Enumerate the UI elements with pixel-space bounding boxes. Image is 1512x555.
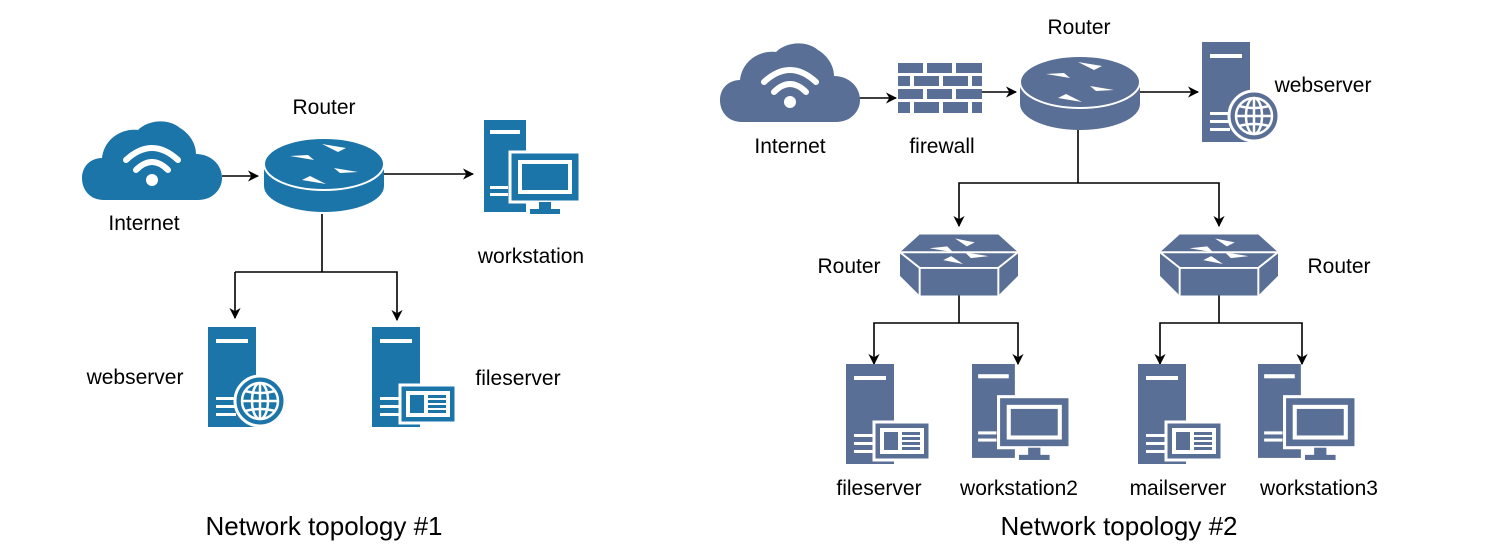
t2-internet-label: Internet — [754, 135, 825, 158]
t1-internet-label: Internet — [108, 212, 179, 235]
t2-workstation3-label: workstation3 — [1259, 477, 1378, 500]
t2-router-right-label: Router — [1307, 255, 1370, 278]
t2-router-left-label: Router — [817, 255, 880, 278]
edge-to-left-router — [953, 182, 1078, 228]
t2-workstation2-label: workstation2 — [959, 477, 1078, 500]
edge-to-workstation3 — [1219, 322, 1308, 366]
t2-webserver-label: webserver — [1274, 74, 1372, 97]
t2-mailserver-label: mailserver — [1130, 477, 1227, 500]
workstation-icon — [484, 120, 580, 216]
workstation-icon — [972, 364, 1070, 462]
t1-fileserver-label: fileserver — [475, 367, 560, 390]
cloud-wifi-icon — [82, 121, 222, 200]
edge-to-right-router — [1078, 182, 1225, 228]
edge-to-mailserver — [1154, 322, 1219, 366]
webserver-icon — [208, 327, 285, 427]
edge-to-workstation2 — [959, 322, 1024, 366]
workstation-icon — [1258, 364, 1356, 462]
t1-webserver-label: webserver — [86, 366, 184, 389]
router-icon — [1020, 56, 1140, 130]
edge-to-fileserver — [322, 271, 403, 322]
topology-2: Internet firewall Router webserver Route… — [720, 16, 1378, 541]
firewall-icon — [898, 63, 982, 113]
edge-to-fileserver — [868, 322, 959, 366]
t2-fileserver-label: fileserver — [836, 477, 921, 500]
mailserver-icon — [1138, 364, 1222, 464]
topology-1: Internet Router workstation webserver fi… — [82, 96, 584, 541]
t1-caption: Network topology #1 — [205, 511, 442, 541]
cloud-wifi-icon — [720, 43, 860, 122]
t2-firewall-label: firewall — [909, 135, 974, 158]
t2-router-label: Router — [1047, 16, 1110, 39]
router-hex-icon — [900, 234, 1018, 296]
fileserver-icon — [846, 364, 930, 464]
webserver-icon — [1202, 42, 1279, 142]
router-hex-icon — [1160, 234, 1278, 296]
t1-router-label: Router — [292, 96, 355, 119]
t1-workstation-label: workstation — [477, 245, 584, 268]
t2-caption: Network topology #2 — [1000, 511, 1237, 541]
fileserver-icon — [372, 327, 456, 427]
router-icon — [264, 138, 384, 212]
